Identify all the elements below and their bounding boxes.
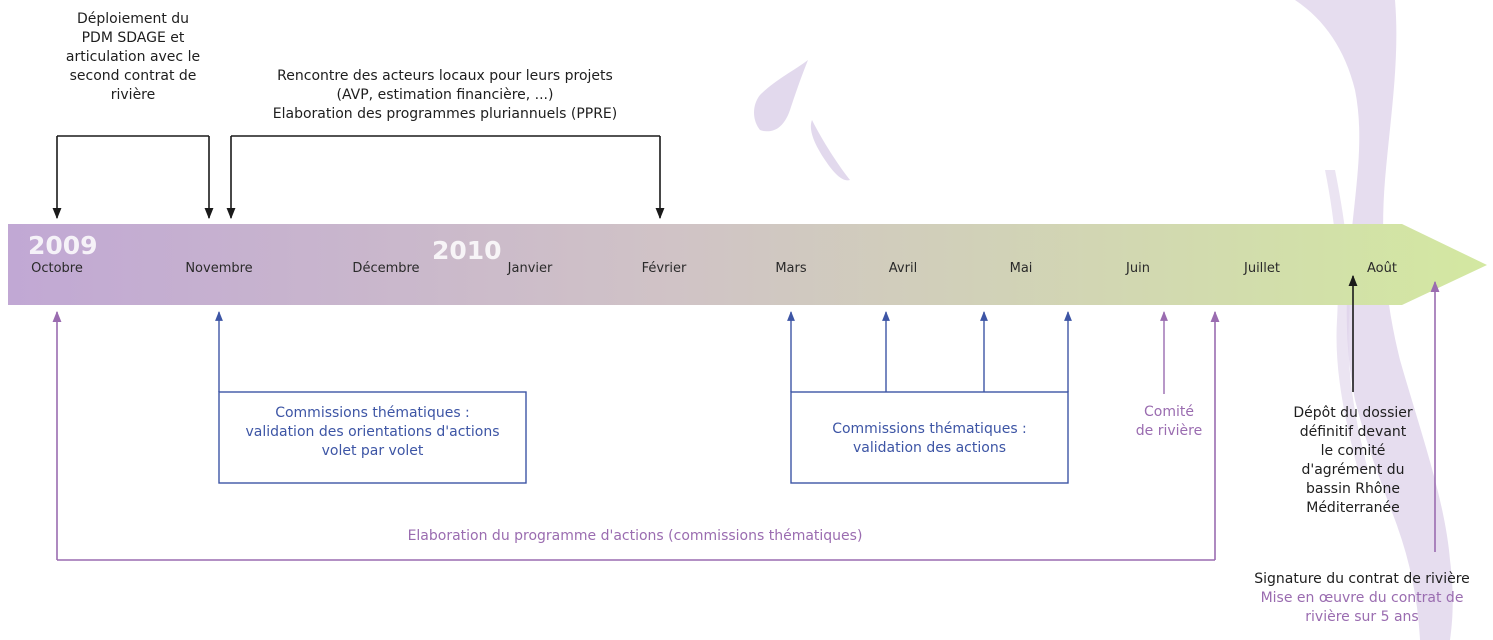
annotation-deploiement-line: second contrat de (69, 68, 197, 84)
month-novembre: Novembre (185, 261, 253, 276)
label-comite-riviere: Comité de rivière (1119, 403, 1219, 441)
month-fevrier: Février (641, 261, 687, 276)
timeline-arrow (8, 224, 1487, 305)
month-decembre: Décembre (352, 261, 420, 276)
commissions-orientations-line: volet par volet (321, 443, 424, 459)
label-depot-dossier: Dépôt du dossier définitif devant le com… (1243, 404, 1463, 518)
commissions-orientations-line: Commissions thématiques : (275, 405, 470, 421)
bracket-deploiement (52, 135, 214, 220)
annotation-rencontre-line: Elaboration des programmes pluriannuels … (272, 106, 618, 122)
label-mise-en-oeuvre: Mise en œuvre du contrat de rivière sur … (1233, 589, 1491, 627)
label-signature: Signature du contrat de rivière (1254, 571, 1470, 587)
month-mai: Mai (1009, 261, 1033, 276)
commissions-actions-line: Commissions thématiques : (832, 421, 1027, 437)
month-janvier: Janvier (507, 261, 553, 276)
month-avril: Avril (888, 261, 918, 276)
connector-commissions-actions (787, 311, 1072, 484)
depot-dossier-line: bassin Rhône (1306, 481, 1400, 497)
box-commissions-orientations: Commissions thématiques : validation des… (219, 404, 526, 461)
mise-en-oeuvre-line: rivière sur 5 ans (1305, 609, 1419, 625)
month-aout: Août (1367, 261, 1397, 276)
depot-dossier-line: d'agrément du (1301, 462, 1405, 478)
depot-dossier-line: définitif devant (1299, 424, 1407, 440)
annotation-rencontre-line: Rencontre des acteurs locaux pour leurs … (277, 68, 613, 84)
month-juin: Juin (1126, 261, 1150, 276)
month-mars: Mars (775, 261, 807, 276)
month-octobre: Octobre (31, 261, 83, 276)
annotation-deploiement-line: Déploiement du (76, 11, 190, 27)
commissions-orientations-line: validation des orientations d'actions (245, 424, 500, 440)
annotation-deploiement-line: articulation avec le (65, 49, 201, 65)
depot-dossier-line: le comité (1320, 443, 1386, 459)
bracket-rencontre (226, 135, 665, 220)
watermark-river-shape (754, 0, 1453, 640)
comite-riviere-line: Comité (1144, 404, 1194, 420)
box-commissions-actions: Commissions thématiques : validation des… (791, 420, 1068, 458)
annotation-deploiement: Déploiement du PDM SDAGE et articulation… (40, 10, 226, 105)
commissions-actions-line: validation des actions (852, 440, 1006, 456)
mise-en-oeuvre-line: Mise en œuvre du contrat de (1260, 590, 1464, 606)
depot-dossier-line: Méditerranée (1306, 500, 1400, 516)
annotation-rencontre: Rencontre des acteurs locaux pour leurs … (230, 67, 660, 124)
depot-dossier-line: Dépôt du dossier (1293, 405, 1413, 421)
connector-commissions-orientations (215, 311, 527, 484)
annotation-rencontre-line: (AVP, estimation financière, ...) (336, 87, 554, 103)
label-elaboration-programme: Elaboration du programme d'actions (comm… (407, 528, 863, 544)
year-2009: 2009 (28, 231, 98, 260)
bracket-elaboration-programme (52, 310, 1220, 561)
month-juillet: Juillet (1243, 261, 1281, 276)
comite-riviere-line: de rivière (1135, 423, 1203, 439)
year-2010: 2010 (432, 236, 502, 265)
annotation-deploiement-line: rivière (110, 87, 156, 103)
annotation-deploiement-line: PDM SDAGE et (81, 30, 185, 46)
